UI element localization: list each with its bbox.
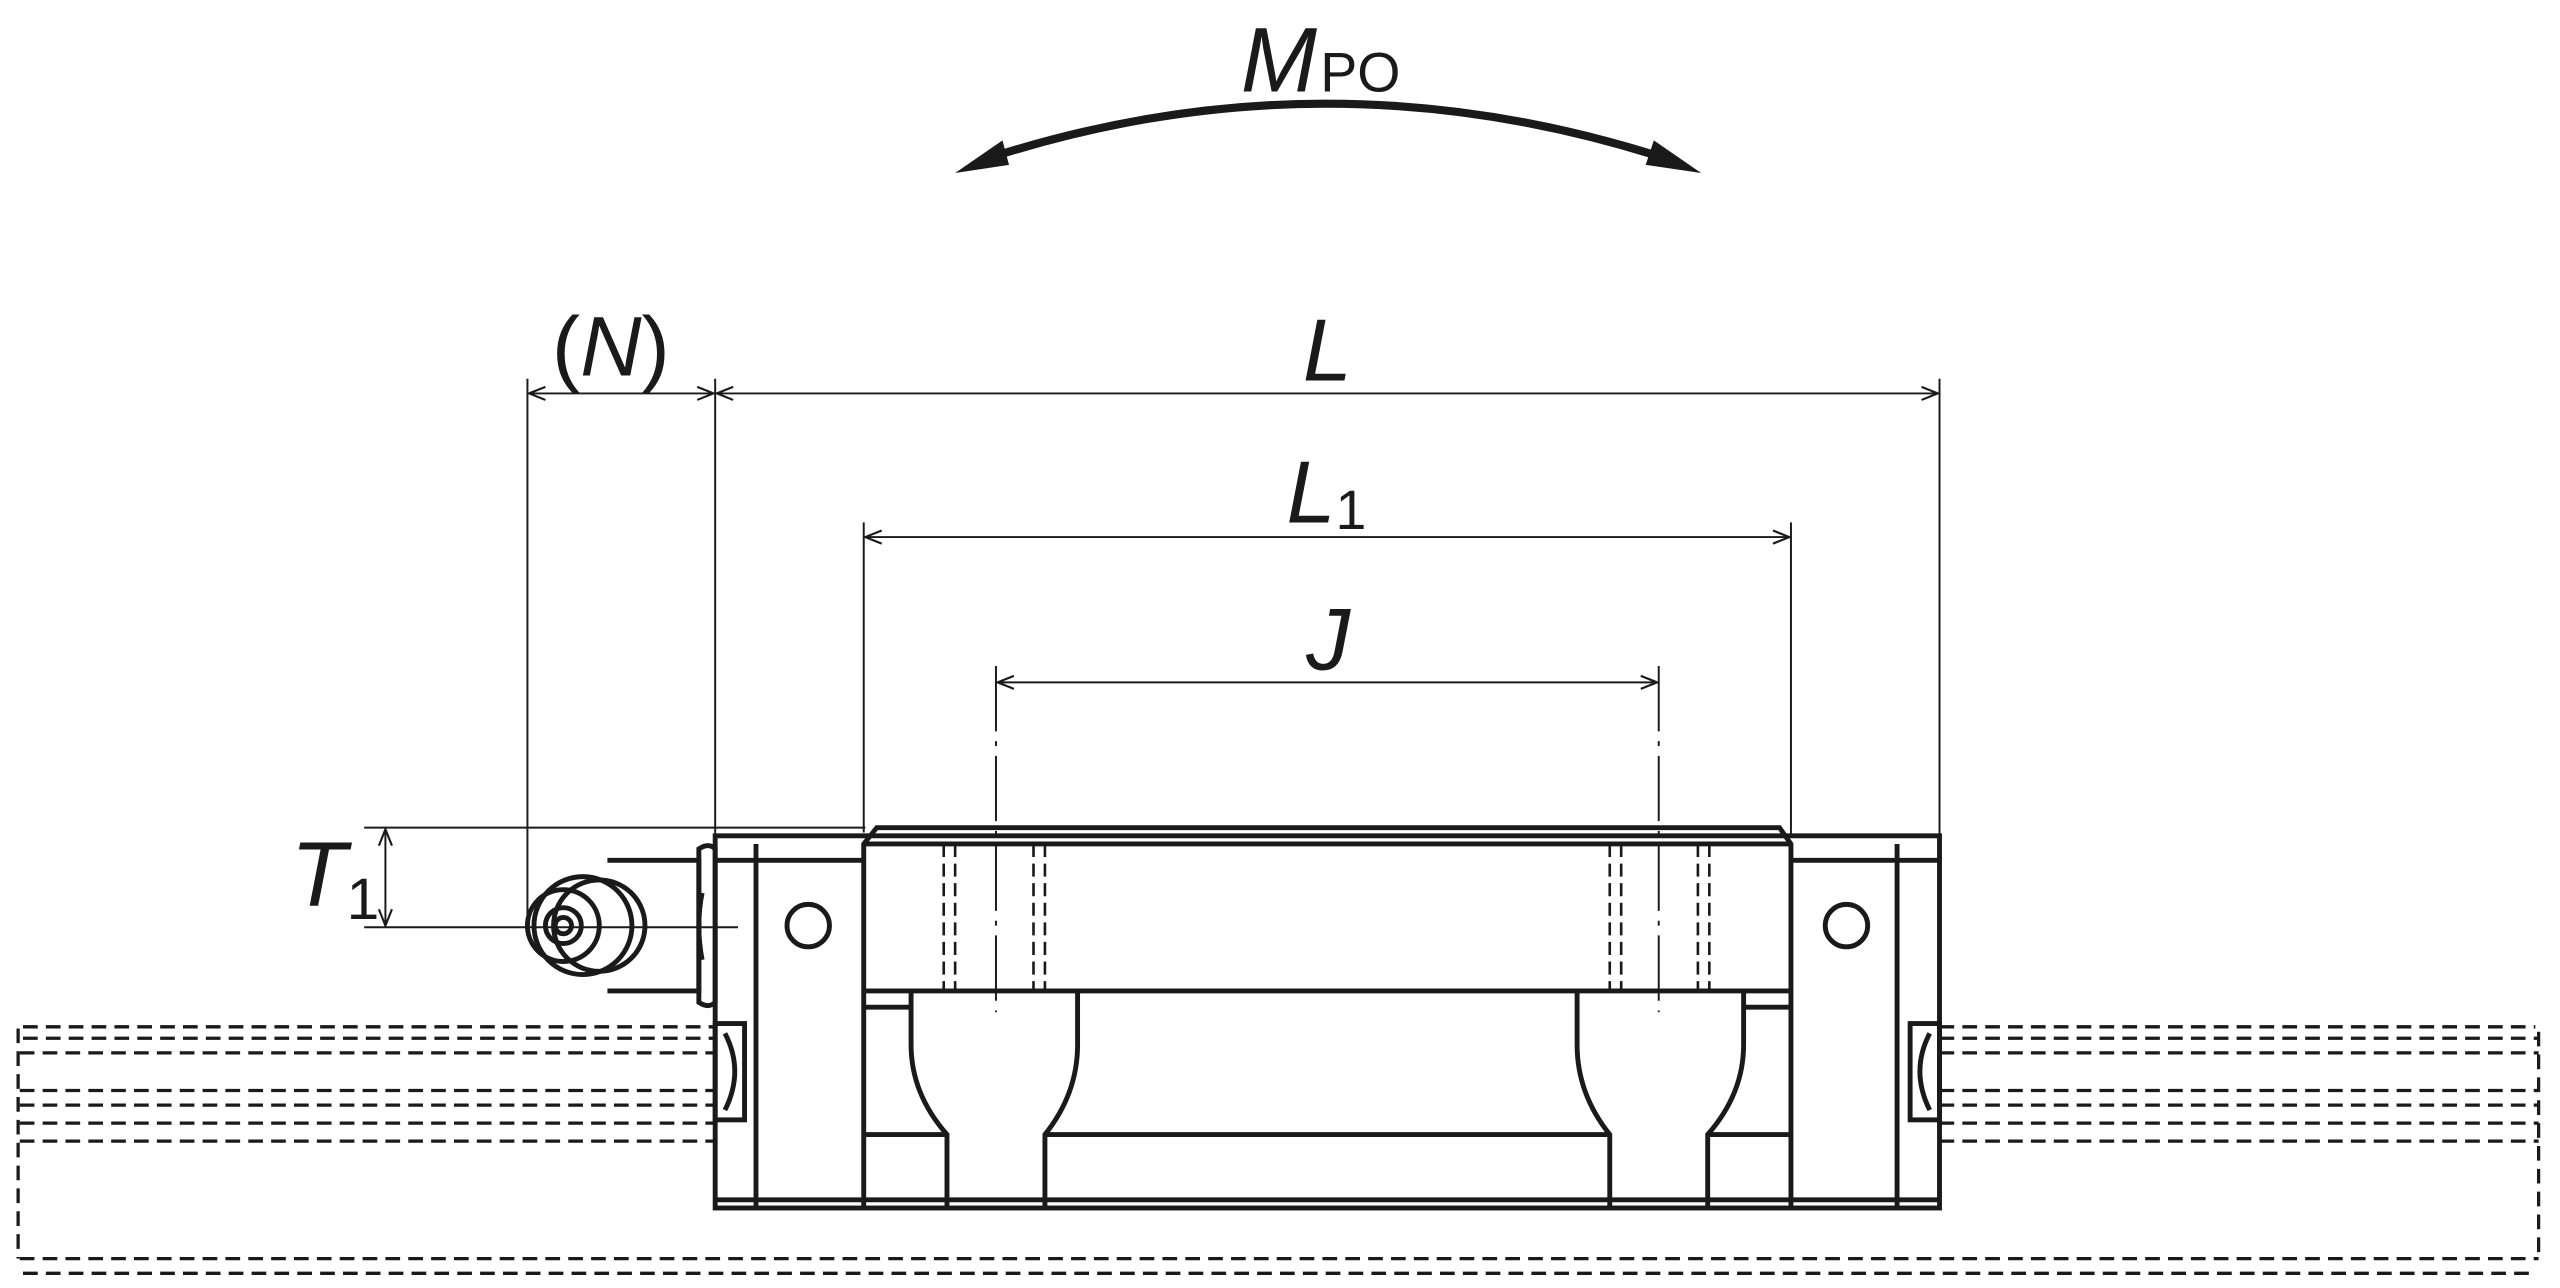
extension-lines <box>364 378 1941 1013</box>
j-dimension-label: J <box>1305 589 1351 688</box>
grease-nipple-icon <box>524 843 718 1009</box>
carriage-block <box>712 825 1942 1211</box>
l-dimension-label: L <box>1303 300 1352 399</box>
screw-hole-right <box>1822 901 1871 950</box>
l1-dimension-label: L1 <box>1287 442 1367 541</box>
arrowhead-left-icon <box>955 140 1010 174</box>
rail-hidden-lines <box>16 1025 2541 1275</box>
moment-label: MPO <box>1241 9 1401 111</box>
t1-dimension-label: T1 <box>291 824 380 932</box>
dimension-lines <box>377 385 1941 929</box>
arrowhead-right-icon <box>1645 140 1702 174</box>
moment-arrow <box>955 99 1702 174</box>
n-dimension-label: (N) <box>552 298 670 393</box>
screw-hole-left <box>784 901 832 950</box>
